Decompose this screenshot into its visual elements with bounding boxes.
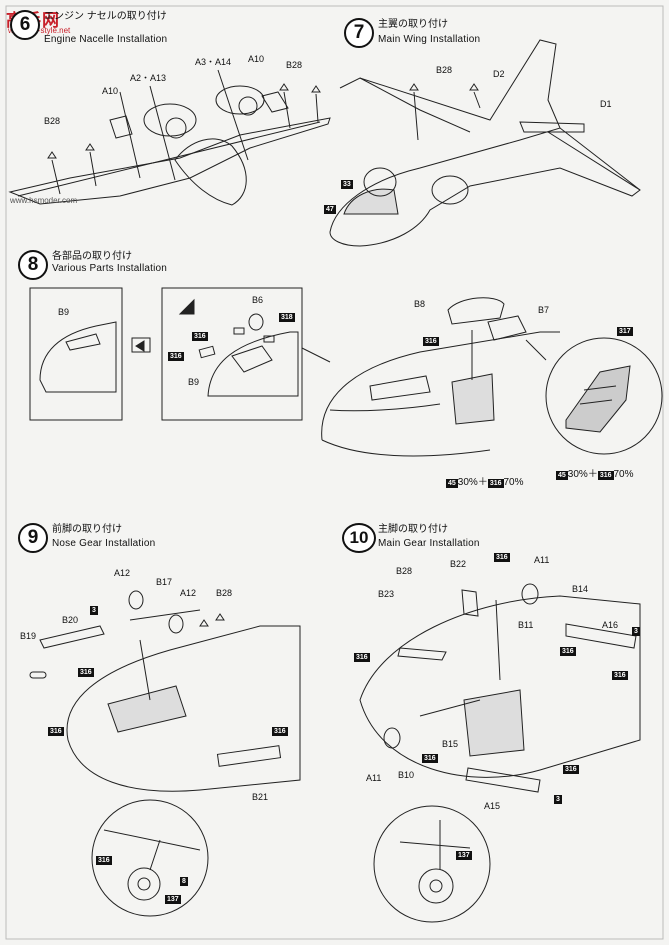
step-6-title-jp: エンジン ナセルの取り付け (44, 11, 167, 22)
paint-chip: 3 (554, 795, 562, 804)
step-7-number: 7 (344, 18, 374, 48)
paint-chip: 316 (168, 352, 184, 361)
paint-chip: 316 (422, 754, 438, 763)
part-label: A3・A14 (195, 57, 232, 67)
mix-ratio-b: 70% (503, 477, 524, 488)
paint-chip: 316 (612, 671, 628, 680)
paint-chip: 47 (324, 205, 336, 214)
step-6-number: 6 (10, 10, 40, 40)
mix-ratio-b: 70% (613, 469, 634, 480)
paint-chip: 8 (180, 877, 188, 886)
part-label: B10 (398, 770, 415, 780)
part-label: B14 (572, 584, 589, 594)
part-label: A15 (484, 801, 501, 811)
step-6-title-en: Engine Nacelle Installation (44, 34, 168, 45)
part-label: B21 (252, 792, 269, 802)
part-label: B22 (450, 559, 467, 569)
step-9-number: 9 (18, 523, 48, 553)
paint-chip: 45 (446, 479, 458, 488)
paint-chip: 137 (165, 895, 181, 904)
step-10-title-jp: 主脚の取り付け (378, 524, 448, 535)
paint-chip: 318 (279, 313, 295, 322)
paint-chip: 316 (423, 337, 439, 346)
part-label: A16 (602, 620, 619, 630)
paint-chip: 137 (456, 851, 472, 860)
paint-chip: 316 (78, 668, 94, 677)
part-label: B28 (44, 116, 61, 126)
paint-chip: 316 (354, 653, 370, 662)
part-label: B11 (518, 620, 534, 630)
part-label: B19 (20, 631, 37, 641)
paint-chip: 316 (48, 727, 64, 736)
part-label: D1 (600, 99, 612, 109)
paint-chip: 3 (632, 627, 640, 636)
step-10-title-en: Main Gear Installation (378, 538, 480, 549)
paint-chip: 316 (272, 727, 288, 736)
paint-chip: 316 (597, 471, 614, 480)
site-logo-url: www.mx-style.net (8, 26, 71, 35)
step-8-number: 8 (18, 250, 48, 280)
paint-chip: 316 (494, 553, 510, 562)
paint-chip: 316 (563, 765, 579, 774)
part-label: B20 (62, 615, 79, 625)
part-label: B28 (286, 60, 303, 70)
site-url: www.hsmoder.com (10, 196, 78, 205)
paint-chip: 316 (487, 479, 504, 488)
mix-ratio-a: 30% (567, 469, 588, 480)
paint-chip: 316 (96, 856, 112, 865)
part-label: A10 (102, 86, 119, 96)
part-label: B7 (538, 305, 550, 315)
paint-chip: 33 (341, 180, 353, 189)
part-label: A12 (180, 588, 197, 598)
step-7-title-jp: 主翼の取り付け (378, 19, 448, 30)
step-9-title-jp: 前脚の取り付け (52, 524, 122, 535)
step-10-number: 10 (342, 523, 376, 553)
part-label: B9 (188, 377, 200, 387)
part-label: B28 (436, 65, 453, 75)
part-label: B15 (442, 739, 459, 749)
part-label: B28 (216, 588, 233, 598)
part-label: A12 (114, 568, 131, 578)
step-7-title-en: Main Wing Installation (378, 34, 481, 45)
step-9-title-en: Nose Gear Installation (52, 538, 156, 549)
part-label: A2・A13 (130, 73, 167, 83)
part-label: B9 (58, 307, 70, 317)
paint-chip: 316 (192, 332, 208, 341)
part-label: B6 (252, 295, 264, 305)
paint-chip: 317 (617, 327, 633, 336)
part-label: D2 (493, 69, 505, 79)
paint-chip: 45 (556, 471, 568, 480)
part-label: B8 (414, 299, 426, 309)
step-8-title-jp: 各部品の取り付け (52, 251, 132, 262)
part-label: B17 (156, 577, 173, 587)
paint-chip: 3 (90, 606, 98, 615)
part-label: A10 (248, 54, 265, 64)
paint-chip: 316 (560, 647, 576, 656)
step-8-title-en: Various Parts Installation (52, 263, 168, 274)
part-label: B23 (378, 589, 395, 599)
part-label: A11 (366, 773, 382, 783)
mix-ratio-a: 30% (457, 477, 478, 488)
part-label: A11 (534, 555, 550, 565)
part-label: B28 (396, 566, 413, 576)
